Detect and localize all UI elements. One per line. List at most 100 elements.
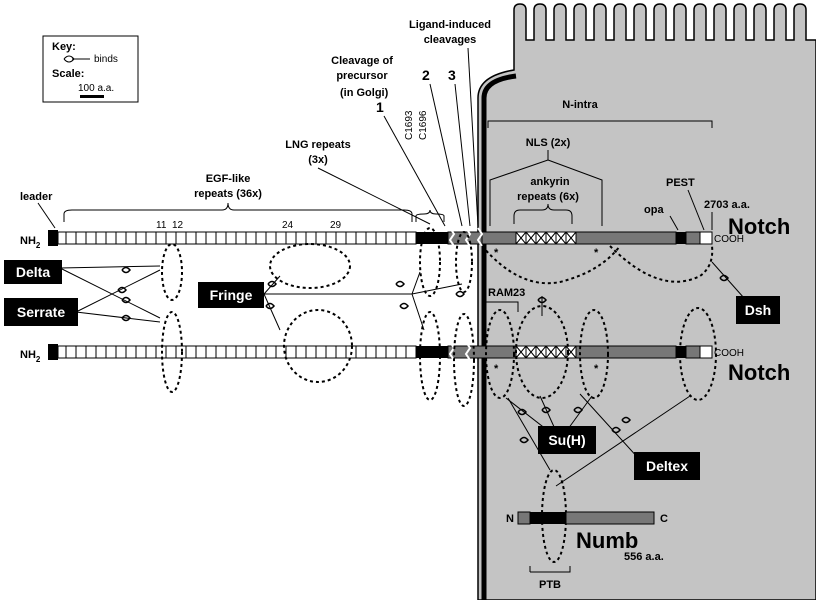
nls-ellipse [579,309,609,399]
egf-repeat [325,345,337,359]
key-scale-value: 100 a.a. [78,83,114,94]
ankyrin-cross [545,345,557,359]
egf-repeat [255,345,267,359]
coil-fringe-4 [399,302,409,310]
ram23-bracket [483,301,519,312]
opa-pointer [669,215,679,231]
cterm-ellipse [679,307,717,401]
egf-repeat [215,231,227,245]
c-term-block-bottom [699,345,713,359]
cell-membrane-outline [481,73,517,600]
egf-repeat [135,231,147,245]
egf-repeat [285,345,297,359]
leader-block [48,230,58,246]
egf-repeat [125,231,137,245]
egf-repeat [215,345,227,359]
coil-suh-3 [573,406,583,414]
egf-repeat [135,345,147,359]
notch-label-bottom: Notch [728,360,790,385]
egf-repeat [115,345,127,359]
lng-brace [415,209,445,222]
egf-repeat [195,345,207,359]
tm-ellipse-bottom [453,313,475,407]
notch-label-top: Notch [728,214,790,239]
intra-region-bottom [575,345,677,359]
notch-length-label: 2703 a.a. [704,199,750,211]
ankyrin-label-2: repeats (6x) [517,191,579,203]
egf-repeat [95,345,107,359]
egf-repeat [235,345,247,359]
egf-repeat [365,231,377,245]
dsh-box: Dsh [736,296,780,324]
egf24-29-ellipse-bottom [283,309,353,383]
ankyrin-cross [555,231,567,245]
egf-repeat [265,345,277,359]
numb-lines [507,395,691,487]
egf-repeat [355,345,367,359]
n-intra-label: N-intra [562,99,598,111]
coil-fringe-5 [455,290,465,298]
egf-label-1: EGF-like [206,173,251,185]
ligand-pointer [467,47,479,227]
egf-repeat [295,231,307,245]
cterm-arc-top [609,245,714,283]
ankyrin-cross [535,345,547,359]
ankyrin-repeats [515,231,577,245]
lng-ellipse-bottom [419,311,441,401]
numb-ptb-domain [530,512,566,524]
cleavage-2-mark-bottom [464,341,472,361]
serrate-lines [75,269,161,323]
deltex-box: Deltex [634,452,700,480]
egf-24-label: 24 [282,220,294,231]
egf-repeat [75,345,87,359]
ankyrin-label-1: ankyrin [530,176,569,188]
leader-block-bottom [48,344,58,360]
delta-lines [59,265,161,319]
egf-repeat-first-bottom [57,345,67,359]
egf-repeat [345,231,357,245]
nh2-label-bottom: NH2 [20,349,41,364]
ankyrin-cross [535,231,547,245]
egf24-29-ellipse-top [269,243,351,289]
egf-29-label: 29 [330,220,342,231]
egf-repeat [355,231,367,245]
egf-repeats [65,231,417,245]
binds-icon [63,55,90,63]
egf-repeat-first [57,231,67,245]
cleavage-number-1: 1 [376,99,384,115]
egf-repeats-bottom [65,345,417,359]
opa-label: opa [644,204,664,216]
egf-repeat [315,345,327,359]
lng-label-2: (3x) [308,154,328,166]
egf-repeat [175,231,187,245]
coil-fringe-2 [265,302,275,310]
egf-repeat [105,345,117,359]
ankyrin-cross [525,345,537,359]
egf-repeat [375,231,387,245]
nls-asterisk-3: * [494,363,499,375]
lng-label-1: LNG repeats [285,139,350,151]
coil-suh-2 [541,406,551,414]
key-box: Key: binds Scale: 100 a.a. [42,35,139,103]
ligand-label-1: Ligand-induced [409,19,491,31]
egf-repeat [125,345,137,359]
coil-numb-2 [621,416,631,424]
cleavage-1-mark-bottom [448,341,456,361]
ram23-label: RAM23 [488,287,525,299]
egf11-12-ellipse-bottom [161,311,183,393]
delta-label: Delta [16,264,50,280]
binds-icons [117,266,729,444]
lng-pointer [317,167,431,225]
egf-repeat [255,231,267,245]
dsh-line [711,261,745,299]
intra-region [575,231,677,245]
binding-lines [59,261,745,487]
serrate-label: Serrate [17,304,65,320]
leader-pointer [37,202,56,229]
lng-repeats [416,232,448,244]
coil-suh-1 [517,408,527,416]
key-binds: binds [94,54,118,65]
coil-serrate-2 [121,314,131,322]
cleavage-1-pointer [383,115,446,227]
ankyrin-cross [565,231,577,245]
